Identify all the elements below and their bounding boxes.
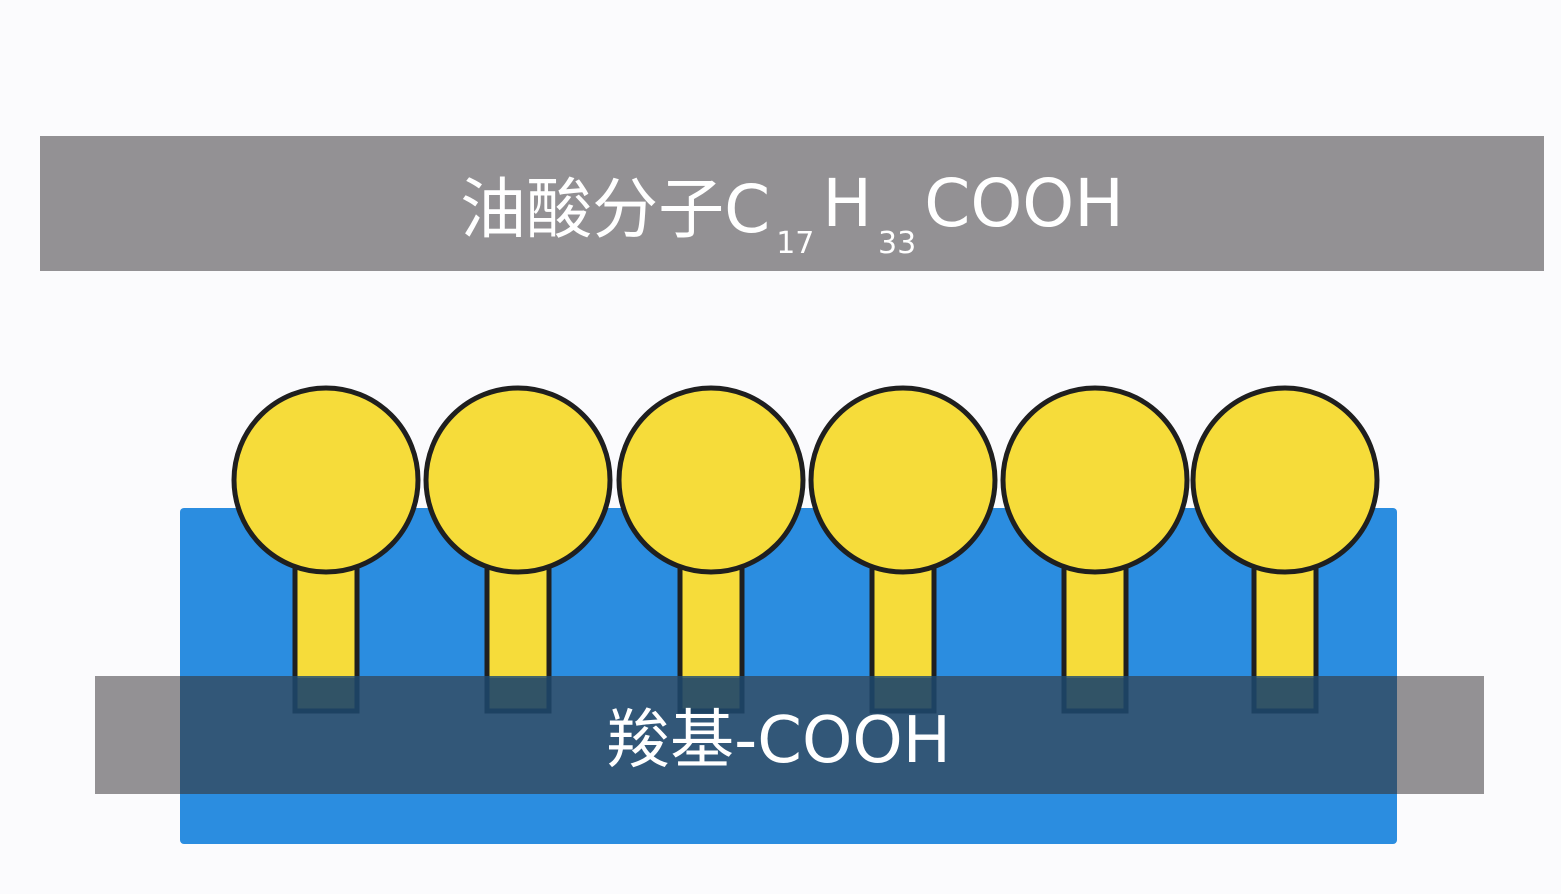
title-prefix: 油酸分子C — [460, 170, 771, 248]
molecule-head — [616, 385, 806, 575]
title-subscript-carbon: 17 — [776, 226, 815, 261]
title-suffix: COOH — [924, 165, 1124, 242]
title-subscript-hydrogen: 33 — [878, 226, 917, 261]
molecule-head — [1000, 385, 1190, 575]
oleic-molecule — [1190, 385, 1380, 714]
carboxyl-label: 羧基-COOH — [606, 704, 951, 778]
label-band-overlay — [180, 676, 1397, 794]
molecule-group — [231, 385, 1380, 714]
molecule-head — [423, 385, 613, 575]
title-hydrogen: H — [822, 165, 873, 242]
molecule-head — [1190, 385, 1380, 575]
molecule-head — [808, 385, 998, 575]
molecule-head — [231, 385, 421, 575]
